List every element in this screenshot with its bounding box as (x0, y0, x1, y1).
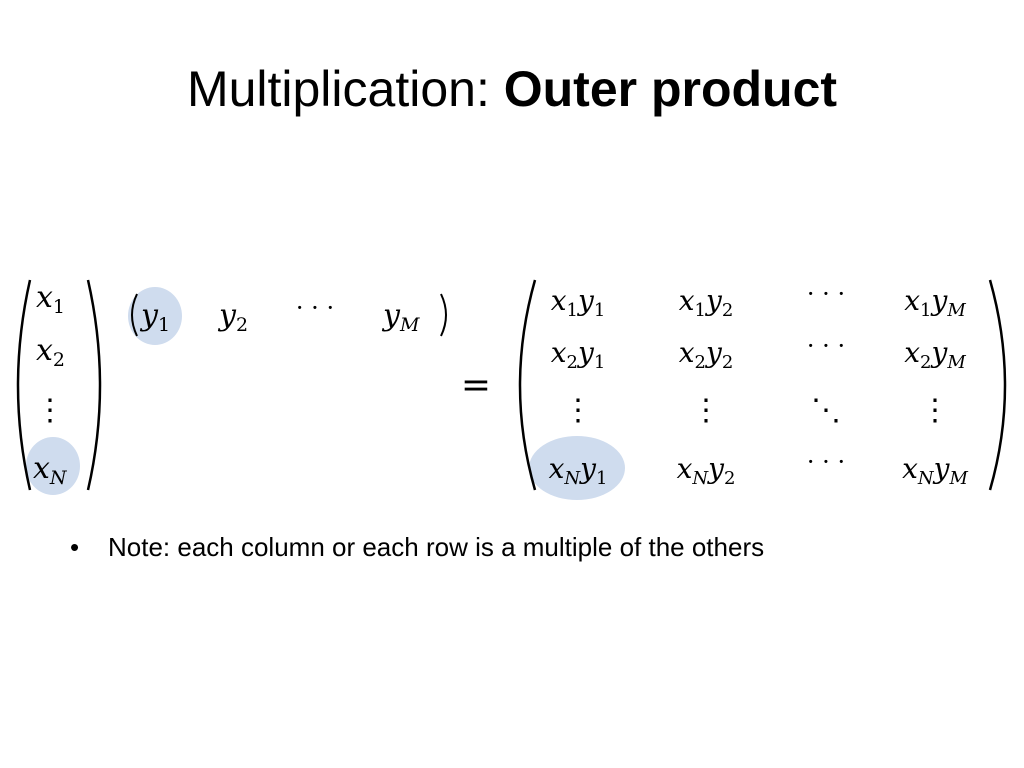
row-vector-entry-2: y2 (217, 298, 248, 336)
column-vector-entry-n: xN (33, 451, 68, 489)
result-cell-4-1: xNy1 (549, 452, 608, 489)
result-cell-1-1: x1y1 (551, 284, 606, 321)
column-vector-entry-2: x2 (36, 333, 65, 371)
highlight-xN (26, 437, 80, 495)
result-cell-4-4: xNyM (902, 452, 968, 489)
result-cell-3-1: ⋮ (563, 393, 593, 428)
bullet-list: • Note: each column or each row is a mult… (70, 532, 764, 563)
result-cell-4-3: · · · (807, 448, 845, 476)
equals-sign: = (461, 365, 491, 406)
bullet-text: Note: each column or each row is a multi… (108, 532, 765, 562)
row-vector-right-paren (440, 293, 447, 337)
result-cell-1-4: x1yM (904, 284, 966, 321)
result-cell-3-2: ⋮ (691, 393, 721, 428)
bullet-marker: • (70, 532, 80, 562)
highlight-y1 (128, 287, 182, 345)
row-vector-entry-m: yM (381, 298, 420, 336)
result-cell-2-4: x2yM (904, 336, 966, 373)
result-cell-3-4: ⋮ (920, 393, 950, 428)
result-cell-1-3: · · · (807, 280, 845, 308)
result-cell-2-2: x2y2 (679, 336, 734, 373)
result-matrix-cells: x1y1 x1y2 · · · x1yM x2y1 x2y2 · · · x2yM ⋮ ⋮ ⋱ ⋮ xN… (549, 280, 969, 489)
result-matrix-left-paren (518, 279, 537, 491)
column-vector-right-paren (86, 279, 102, 491)
result-cell-1-2: x1y2 (679, 284, 734, 321)
highlight-xNy1 (529, 436, 625, 500)
row-vector-entry-1: y1 (139, 298, 170, 336)
slide-title-bold: Outer product (503, 61, 838, 117)
column-vector-entry-1: x1 (36, 280, 65, 318)
result-cell-4-2: xNy2 (677, 452, 736, 489)
row-vector-left-paren (131, 293, 138, 337)
result-cell-2-3: · · · (807, 332, 845, 360)
result-cell-2-1: x2y1 (551, 336, 606, 373)
result-matrix-right-paren (988, 279, 1007, 491)
slide-title-plain: Multiplication: (186, 61, 504, 117)
slide-title: Multiplication: Outer product (0, 62, 1024, 117)
column-vector-left-paren (16, 279, 32, 491)
column-vector-vdots: ⋮ (35, 393, 65, 428)
row-vector-cdots: · · · (296, 294, 334, 322)
result-cell-3-3: ⋱ (811, 393, 841, 428)
